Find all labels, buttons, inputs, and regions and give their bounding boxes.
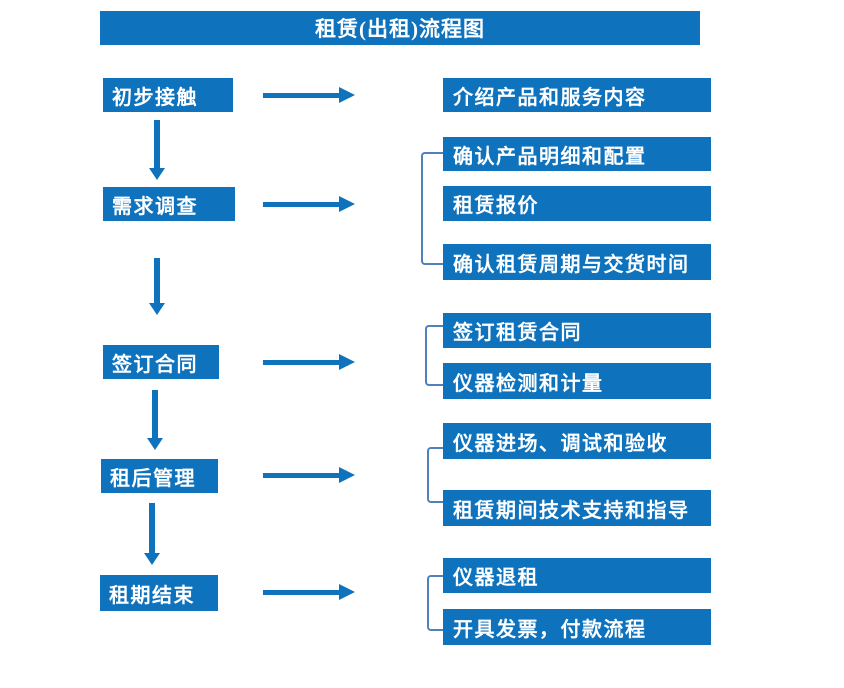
detail-sign-rental-contract: 签订租赁合同: [443, 313, 711, 348]
group-bracket: [421, 152, 443, 265]
arrow-right-icon: [263, 87, 355, 104]
arrow-right-icon: [263, 467, 355, 484]
stage-sign-contract: 签订合同: [103, 345, 219, 379]
detail-instrument-testing-metering: 仪器检测和计量: [443, 363, 711, 399]
detail-instrument-return: 仪器退租: [443, 558, 711, 593]
stage-lease-end: 租期结束: [100, 575, 218, 611]
detail-confirm-product-details-config: 确认产品明细和配置: [443, 137, 711, 171]
arrow-down-icon: [149, 258, 165, 315]
arrow-right-icon: [263, 196, 355, 213]
group-bracket: [427, 447, 445, 503]
detail-rental-quotation: 租赁报价: [443, 186, 711, 221]
detail-introduce-products-services: 介绍产品和服务内容: [443, 78, 711, 112]
group-bracket: [425, 325, 445, 386]
arrow-right-icon: [263, 584, 355, 601]
group-bracket: [427, 575, 445, 631]
detail-confirm-rental-period-delivery: 确认租赁周期与交货时间: [443, 244, 711, 280]
detail-instrument-entry-commissioning-acceptance: 仪器进场、调试和验收: [443, 423, 711, 459]
detail-invoice-payment-process: 开具发票，付款流程: [443, 609, 711, 645]
flowchart-title: 租赁(出租)流程图: [100, 11, 700, 45]
arrow-down-icon: [147, 390, 163, 450]
stage-initial-contact: 初步接触: [103, 78, 233, 112]
stage-post-rental-management: 租后管理: [101, 459, 218, 493]
arrow-down-icon: [149, 120, 165, 180]
stage-demand-survey: 需求调查: [103, 187, 235, 221]
detail-rental-tech-support-guidance: 租赁期间技术支持和指导: [443, 490, 711, 526]
arrow-down-icon: [144, 503, 160, 565]
arrow-right-icon: [263, 354, 355, 371]
